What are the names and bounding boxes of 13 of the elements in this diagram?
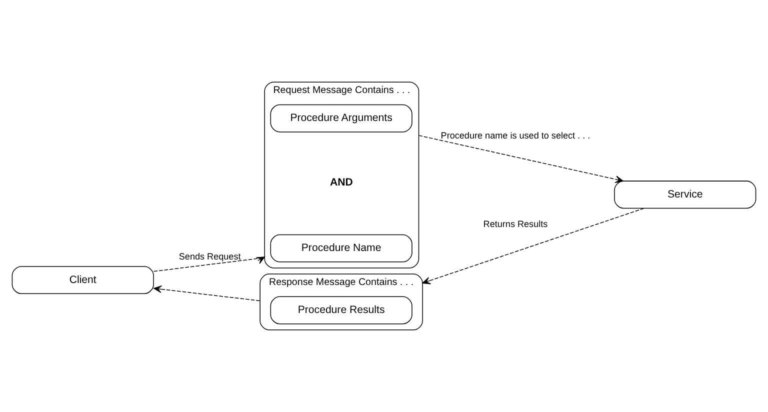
node-box: Procedure Results <box>270 296 412 324</box>
arrow <box>153 256 265 272</box>
node-box: Procedure Arguments <box>270 104 412 132</box>
arrow <box>418 135 624 184</box>
arrow <box>422 208 644 284</box>
node-box: Client <box>12 266 154 294</box>
arrow <box>153 285 260 302</box>
edge-label: Procedure name is used to select . . . <box>440 130 590 140</box>
node-box: Service <box>614 180 756 209</box>
label: AND <box>330 176 353 188</box>
node-box: Procedure Name <box>270 234 412 262</box>
edge-label: Sends Request <box>178 251 241 262</box>
edge-label: Returns Results <box>483 218 548 229</box>
